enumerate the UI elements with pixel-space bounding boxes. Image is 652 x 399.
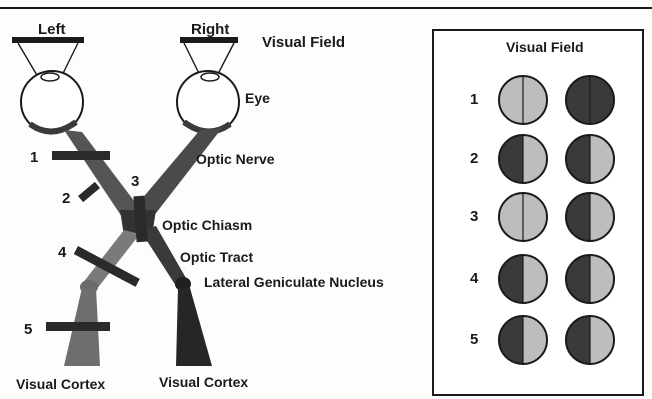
lgn-label: Lateral Geniculate Nucleus	[204, 274, 384, 290]
right-cortex-label: Visual Cortex	[159, 374, 248, 390]
left-eye-field-circle	[499, 135, 547, 183]
lesion-bar-5	[46, 322, 110, 331]
visual-field-panel: Visual Field 1 2 3 4 5	[433, 30, 643, 395]
lesion-number-1: 1	[30, 149, 38, 166]
left-eye-field-circle	[499, 316, 547, 364]
panel-row-number: 2	[470, 150, 478, 167]
lesion-number-3: 3	[131, 173, 139, 190]
right-eye	[177, 71, 239, 133]
lesion-bar-1	[52, 151, 110, 160]
panel-title: Visual Field	[506, 39, 584, 55]
lesion-number-5: 5	[24, 321, 32, 338]
right-eye-field-circle	[566, 316, 614, 364]
lesion-bar-2	[78, 182, 100, 202]
lesion-number-2: 2	[62, 190, 70, 207]
pathway-diagram: Left Right Visual Field Eye Optic Nerve …	[12, 21, 384, 392]
optic-nerve-label: Optic Nerve	[196, 151, 275, 167]
right-eye-field-circle	[566, 135, 614, 183]
eye-label: Eye	[245, 90, 270, 106]
right-visual-cortex-shape	[176, 288, 212, 366]
visual-field-label: Visual Field	[262, 34, 345, 51]
optic-tract-label: Optic Tract	[180, 249, 253, 265]
right-eye-field-circle	[566, 76, 614, 124]
panel-row-number: 3	[470, 208, 478, 225]
left-eye-field-circle	[499, 193, 547, 241]
optic-chiasm-label: Optic Chiasm	[162, 217, 252, 233]
panel-row-number: 1	[470, 91, 478, 108]
lesion-bar-4	[74, 246, 140, 287]
right-eye-field-circle	[566, 193, 614, 241]
panel-row-number: 5	[470, 331, 478, 348]
lesion-number-4: 4	[58, 244, 67, 261]
panel-row-number: 4	[470, 270, 479, 287]
left-eye-field-circle	[499, 76, 547, 124]
left-eye-field-circle	[499, 255, 547, 303]
right-field-label: Right	[191, 21, 229, 38]
left-field-label: Left	[38, 21, 66, 38]
left-eye	[21, 71, 83, 133]
left-cortex-label: Visual Cortex	[16, 376, 105, 392]
right-eye-field-circle	[566, 255, 614, 303]
